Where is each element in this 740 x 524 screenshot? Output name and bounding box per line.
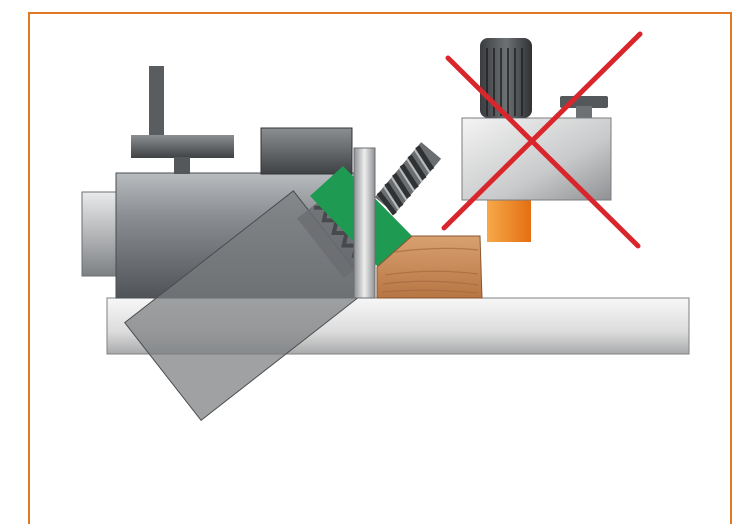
handwheel-icon: [131, 66, 234, 174]
overhead-motor-unit-icon: [461, 38, 612, 242]
workpiece-icon: [376, 235, 483, 299]
spindle-post-icon: [353, 147, 376, 299]
cross-out-mark-icon: [441, 31, 643, 249]
spiral-cutter-icon: [374, 142, 442, 216]
